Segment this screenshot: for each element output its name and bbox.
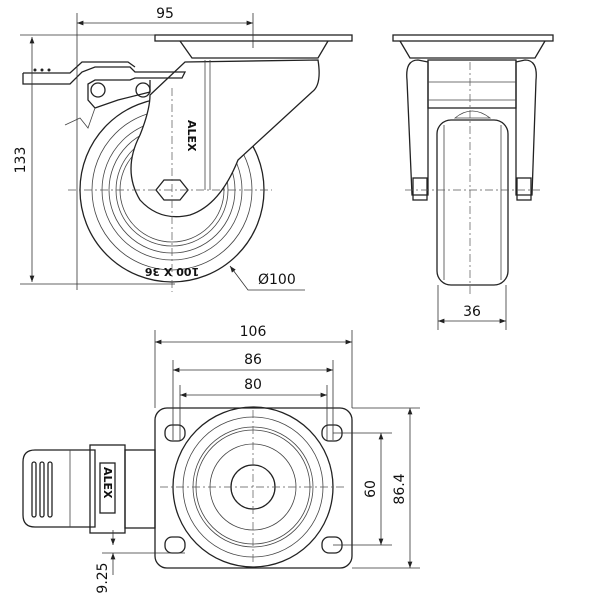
dim-9-25: 9.25 [95, 562, 111, 593]
wheel-front [436, 119, 509, 286]
plate-cone-front [399, 40, 546, 59]
side-view: ALEX 100 X 36 95 133 Ø100 [13, 6, 353, 292]
brake-lever-body [22, 66, 187, 109]
dim-36: 36 [463, 304, 481, 320]
top-plate-front [392, 34, 554, 42]
pedal-rib [31, 461, 37, 518]
brand-mark: ALEX [185, 120, 198, 152]
brake-pedal [22, 449, 96, 528]
brake-spring [64, 107, 96, 129]
grip-dot [33, 68, 37, 72]
axle-nut-left [412, 177, 428, 201]
pedal-rib [39, 461, 45, 518]
dim-60: 60 [363, 480, 379, 498]
brake-lever-top-edge [23, 61, 136, 74]
dim-106: 106 [240, 324, 267, 340]
pedal-rib [47, 461, 53, 518]
grip-dot [47, 68, 51, 72]
dim-80: 80 [244, 377, 262, 393]
dim-diameter: Ø100 [258, 272, 296, 288]
brake-housing [427, 59, 517, 109]
mount-slot [164, 536, 186, 554]
brand-plate [99, 462, 116, 514]
brand-mark: ALEX [101, 467, 114, 499]
dim-95: 95 [156, 6, 174, 22]
fork-leg-left [406, 59, 429, 196]
plate-cone [179, 40, 329, 59]
brake-lever [22, 61, 187, 129]
front-view: 36 [392, 34, 554, 330]
dim-86: 86 [244, 352, 262, 368]
brake-bracket [124, 449, 156, 529]
top-view: ALEX 106 86 80 60 86.4 9.25 [22, 324, 420, 594]
pivot-hole [135, 82, 151, 98]
mount-slot [164, 424, 186, 442]
grip-dot [40, 68, 44, 72]
diameter-leader [229, 265, 305, 291]
axle-nut-right [516, 177, 532, 201]
dim-133: 133 [13, 147, 29, 174]
top-plate [154, 34, 353, 42]
brake-pad [453, 110, 492, 119]
brake-top [22, 444, 156, 534]
dim-86-4: 86.4 [392, 473, 408, 504]
fork-leg-right [515, 59, 537, 196]
pivot-hole [90, 82, 106, 98]
